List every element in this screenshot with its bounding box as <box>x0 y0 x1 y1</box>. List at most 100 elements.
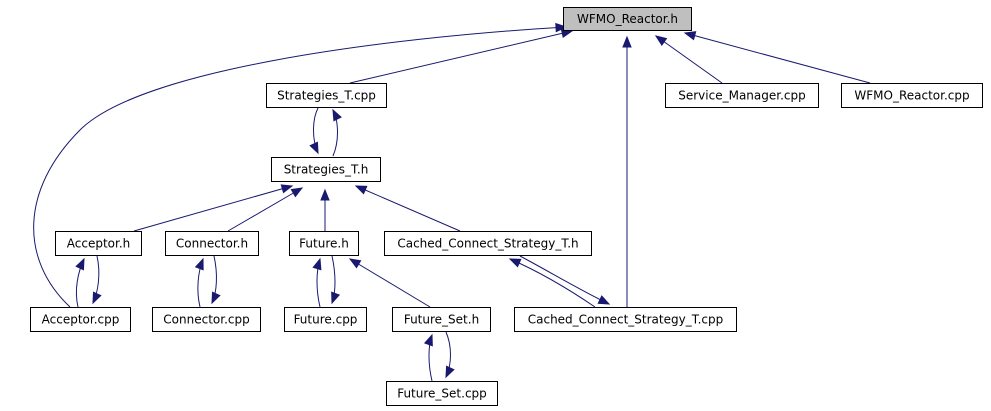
node-wfmo-reactor-cpp[interactable]: WFMO_Reactor.cpp <box>841 83 983 108</box>
node-label: Connector.cpp <box>163 313 249 327</box>
node-box[interactable] <box>284 307 367 332</box>
edge-strategies-t-h-to-strategies-t-cpp <box>332 108 342 157</box>
edge-acceptor-cpp-to-wfmo-reactor-h <box>33 22 568 308</box>
arrowhead-icon <box>194 257 204 271</box>
edge-future-set-cpp-to-future-set-h <box>423 333 433 382</box>
arrowhead-icon <box>508 258 522 268</box>
edge-connector-cpp-to-connector-h <box>194 257 204 308</box>
node-label: Future.cpp <box>294 313 358 327</box>
edge-connector-h-to-strategies-t-h <box>227 187 304 232</box>
edge-future-set-h-to-future-set-cpp <box>445 331 455 379</box>
edge-line <box>33 26 567 308</box>
edge-line <box>133 185 293 232</box>
node-future-set-h[interactable]: Future_Set.h <box>392 307 491 332</box>
node-future-h[interactable]: Future.h <box>289 231 359 256</box>
node-box[interactable] <box>514 307 737 332</box>
arrowhead-icon <box>309 141 319 155</box>
node-cached-connect-strategy-t-cpp[interactable]: Cached_Connect_Strategy_T.cpp <box>514 307 737 332</box>
node-strategies-t-cpp[interactable]: Strategies_T.cpp <box>266 83 387 108</box>
arrowhead-icon <box>622 35 632 48</box>
edge-acceptor-cpp-to-acceptor-h <box>75 257 85 308</box>
node-label: Future_Set.cpp <box>397 387 487 401</box>
arrowhead-icon <box>445 365 455 379</box>
node-box[interactable] <box>665 83 819 108</box>
edge-line <box>655 35 723 84</box>
edges-layer <box>33 22 871 382</box>
node-box[interactable] <box>152 307 261 332</box>
arrowhead-icon <box>290 187 304 198</box>
arrowhead-icon <box>555 22 568 33</box>
node-label: Connector.h <box>176 237 248 251</box>
edge-strategies-t-cpp-to-strategies-t-h <box>309 107 319 155</box>
node-label: Cached_Connect_Strategy_T.cpp <box>528 313 724 327</box>
edge-line <box>519 255 610 305</box>
node-box[interactable] <box>55 231 142 256</box>
node-connector-h[interactable]: Connector.h <box>165 231 259 256</box>
node-box[interactable] <box>563 7 692 31</box>
edge-future-h-to-future-cpp <box>331 255 341 305</box>
node-label: Acceptor.cpp <box>42 313 120 327</box>
arrowhead-icon <box>312 257 322 271</box>
node-label: Acceptor.h <box>67 237 131 251</box>
node-label: Service_Manager.cpp <box>678 89 806 103</box>
edge-cached-connect-strategy-t-cpp-to-cached-connect-strategy-t-h <box>508 258 596 308</box>
node-box[interactable] <box>392 307 491 332</box>
node-label: WFMO_Reactor.cpp <box>854 89 969 103</box>
arrowhead-icon <box>423 333 433 347</box>
edge-acceptor-h-to-acceptor-cpp <box>92 255 102 305</box>
arrowhead-icon <box>280 184 294 194</box>
edge-cached-connect-strategy-t-h-to-strategies-t-h <box>354 185 461 232</box>
edge-strategies-t-cpp-to-wfmo-reactor-h <box>349 28 574 84</box>
node-future-cpp[interactable]: Future.cpp <box>284 307 367 332</box>
node-strategies-t-h[interactable]: Strategies_T.h <box>271 157 381 182</box>
node-label: Future.h <box>299 237 349 251</box>
edge-line <box>349 258 431 308</box>
node-label: WFMO_Reactor.h <box>577 12 678 26</box>
edge-line <box>349 30 573 84</box>
node-box[interactable] <box>386 381 498 406</box>
arrowhead-icon <box>211 291 221 305</box>
node-label: Future_Set.h <box>404 313 479 327</box>
arrowhead-icon <box>354 185 368 195</box>
node-cached-connect-strategy-t-h[interactable]: Cached_Connect_Strategy_T.h <box>384 231 592 256</box>
node-wfmo-reactor-h[interactable]: WFMO_Reactor.h <box>563 7 692 31</box>
edge-line <box>227 187 303 232</box>
edge-connector-h-to-connector-cpp <box>211 255 221 305</box>
arrowhead-icon <box>92 291 102 305</box>
arrowhead-icon <box>348 258 362 269</box>
node-label: Strategies_T.h <box>284 163 369 177</box>
node-acceptor-h[interactable]: Acceptor.h <box>55 231 142 256</box>
edge-future-set-h-to-future-h <box>348 258 431 308</box>
arrowhead-icon <box>597 295 611 305</box>
arrowhead-icon <box>75 257 85 271</box>
edge-future-h-to-strategies-t-h <box>320 188 330 231</box>
edge-cached-connect-strategy-t-cpp-to-wfmo-reactor-h <box>622 35 632 307</box>
node-connector-cpp[interactable]: Connector.cpp <box>152 307 261 332</box>
node-service-manager-cpp[interactable]: Service_Manager.cpp <box>665 83 819 108</box>
node-label: Strategies_T.cpp <box>277 89 376 103</box>
arrowhead-icon <box>332 108 342 122</box>
arrowhead-icon <box>320 188 330 201</box>
arrowhead-icon <box>654 35 668 46</box>
node-box[interactable] <box>384 231 592 256</box>
node-box[interactable] <box>165 231 259 256</box>
node-acceptor-cpp[interactable]: Acceptor.cpp <box>30 307 131 332</box>
edge-wfmo-reactor-cpp-to-wfmo-reactor-h <box>683 31 871 84</box>
edge-line <box>509 258 596 308</box>
edge-service-manager-cpp-to-wfmo-reactor-h <box>654 35 723 84</box>
node-box[interactable] <box>30 307 131 332</box>
arrowhead-icon <box>683 31 697 41</box>
edge-future-cpp-to-future-h <box>312 257 322 308</box>
node-future-set-cpp[interactable]: Future_Set.cpp <box>386 381 498 406</box>
arrowhead-icon <box>331 291 341 305</box>
node-box[interactable] <box>841 83 983 108</box>
node-label: Cached_Connect_Strategy_T.h <box>397 237 578 251</box>
edge-line <box>684 32 871 84</box>
edge-line <box>355 185 461 232</box>
node-box[interactable] <box>266 83 387 108</box>
node-box[interactable] <box>271 157 381 182</box>
node-box[interactable] <box>289 231 359 256</box>
edge-cached-connect-strategy-t-h-to-cached-connect-strategy-t-cpp <box>519 255 611 305</box>
edge-acceptor-h-to-strategies-t-h <box>133 184 294 232</box>
